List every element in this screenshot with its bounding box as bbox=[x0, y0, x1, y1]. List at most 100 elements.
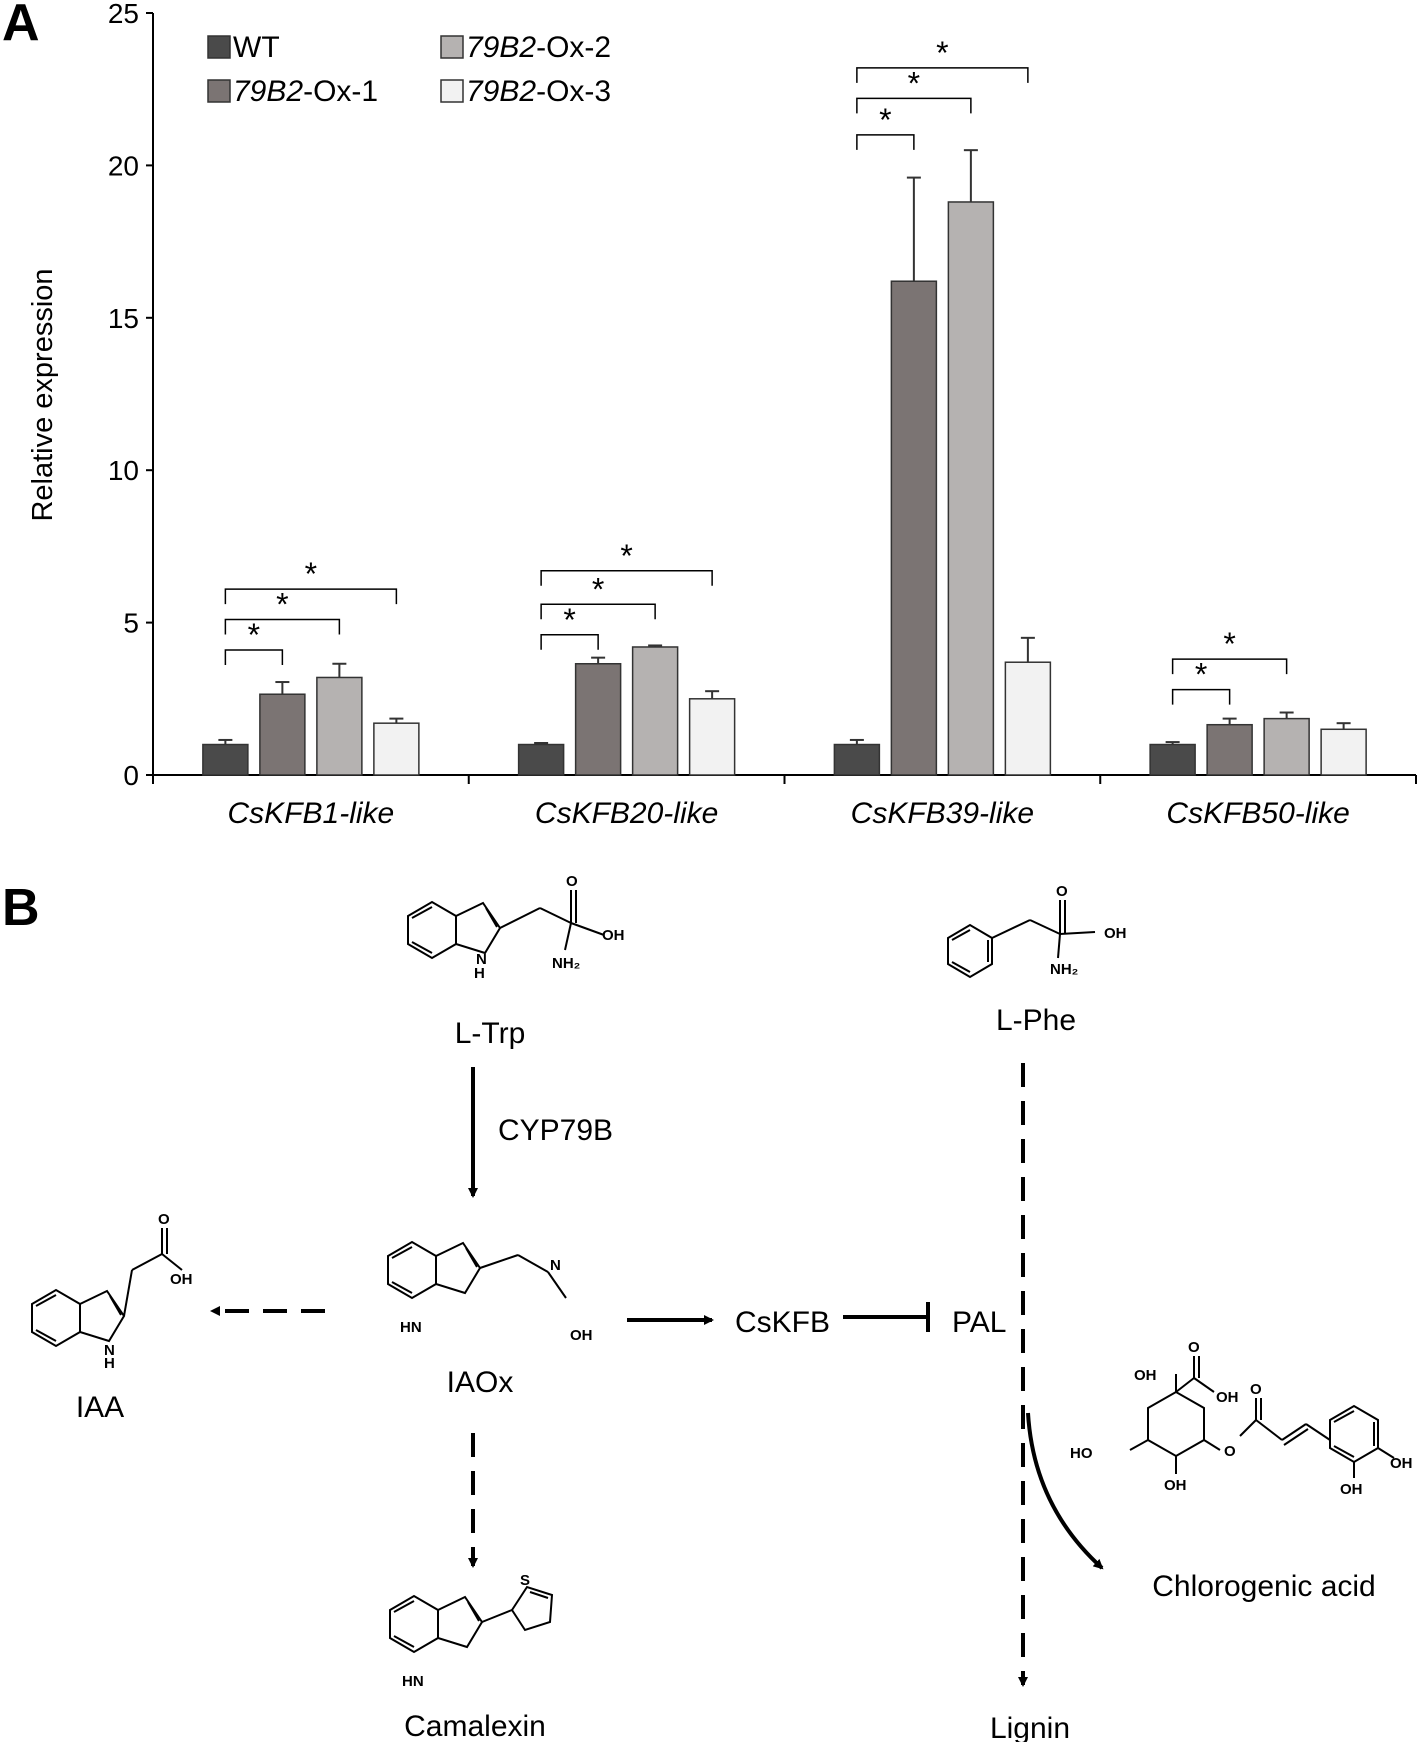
significance-star: * bbox=[908, 65, 920, 101]
iaa-n-atom: N bbox=[104, 1342, 115, 1359]
bar bbox=[631, 646, 679, 776]
x-category-label: CsKFB39-like bbox=[851, 797, 1034, 830]
camalexin-label: Camalexin bbox=[404, 1710, 546, 1742]
iaa-o-atom: O bbox=[158, 1211, 170, 1228]
trp-oh-atom: OH bbox=[602, 927, 625, 944]
significance-star: * bbox=[592, 571, 604, 607]
camalexin-structure bbox=[389, 1585, 554, 1654]
legend-label-suffix: -Ox-3 bbox=[536, 75, 611, 108]
bar bbox=[833, 743, 881, 776]
iaa-h-atom: H bbox=[104, 1355, 115, 1372]
pal-label: PAL bbox=[952, 1306, 1006, 1339]
bar bbox=[574, 662, 622, 776]
chlorogenic-oh-ring2-atom: OH bbox=[1340, 1481, 1363, 1498]
y-tick-label: 25 bbox=[108, 0, 139, 29]
x-category-label: CsKFB1-like bbox=[228, 797, 395, 830]
trp-n-atom: N bbox=[476, 951, 487, 968]
bar bbox=[373, 722, 420, 776]
legend-label-suffix: -Ox-1 bbox=[303, 75, 378, 108]
bar bbox=[259, 693, 306, 776]
chlorogenic-oh-ring1-atom: OH bbox=[1390, 1455, 1413, 1472]
iaox-structure bbox=[387, 1240, 567, 1300]
legend-swatch bbox=[440, 35, 464, 59]
significance-bracket bbox=[224, 649, 284, 666]
significance-bracket bbox=[1171, 658, 1288, 675]
legend-label-suffix: -Ox-2 bbox=[536, 31, 611, 64]
chlorogenic-o-carbonyl-atom: O bbox=[1188, 1339, 1200, 1356]
significance-bracket bbox=[224, 618, 341, 635]
legend-label: WT bbox=[233, 31, 280, 64]
legend-swatch bbox=[207, 35, 231, 59]
y-tick-label: 0 bbox=[123, 760, 139, 791]
bar bbox=[947, 201, 995, 776]
significance-bracket bbox=[856, 134, 915, 150]
y-tick-label: 5 bbox=[123, 608, 139, 639]
chlorogenic-oh-top-atom: OH bbox=[1134, 1367, 1157, 1384]
bar bbox=[890, 280, 938, 776]
iaox-label: IAOx bbox=[447, 1366, 514, 1399]
y-tick-label: 20 bbox=[108, 150, 139, 181]
chlorogenic-o-ester-atom: O bbox=[1224, 1443, 1236, 1460]
y-axis-label: Relative expression bbox=[27, 268, 59, 521]
camalexin-hn-atom: HN bbox=[402, 1673, 424, 1690]
bar bbox=[1320, 728, 1367, 776]
chlorogenic-oh-acid-atom: OH bbox=[1216, 1389, 1239, 1406]
significance-star: * bbox=[1195, 657, 1207, 693]
significance-brackets: *********** bbox=[224, 35, 1288, 705]
significance-bracket bbox=[856, 97, 972, 114]
significance-bracket bbox=[540, 603, 656, 620]
phe-o-atom: O bbox=[1056, 883, 1068, 900]
legend-label: 79B2-Ox-1 bbox=[233, 75, 378, 108]
significance-star: * bbox=[620, 538, 632, 574]
chlorogenic-oh-bottom-atom: OH bbox=[1164, 1477, 1187, 1494]
significance-bracket bbox=[224, 588, 398, 605]
bar bbox=[1206, 723, 1253, 776]
l-phe-label: L-Phe bbox=[996, 1004, 1076, 1037]
significance-bracket bbox=[856, 67, 1029, 83]
chlorogenic-acid-structure bbox=[1129, 1356, 1395, 1478]
l-phe-structure bbox=[947, 900, 1096, 979]
legend-swatch bbox=[440, 79, 464, 103]
significance-bracket bbox=[540, 634, 599, 650]
bar bbox=[316, 676, 363, 776]
legend-label: 79B2-Ox-3 bbox=[466, 75, 611, 108]
phe-oh-atom: OH bbox=[1104, 925, 1127, 942]
to-chlorogenic-arrow bbox=[1026, 1412, 1104, 1570]
iaa-oh-atom: OH bbox=[170, 1271, 193, 1288]
legend-label-gene: 79B2 bbox=[233, 75, 303, 108]
phe-nh2-atom: NH₂ bbox=[1050, 961, 1078, 978]
significance-star: * bbox=[936, 35, 948, 71]
iaox-oh-atom: OH bbox=[570, 1327, 593, 1344]
legend-label-suffix: WT bbox=[233, 31, 280, 64]
legend-swatch bbox=[207, 79, 231, 103]
iaa-structure bbox=[31, 1228, 183, 1348]
chlorogenic-ho-atom: HO bbox=[1070, 1445, 1093, 1462]
camalexin-s-atom: S bbox=[520, 1572, 530, 1589]
l-trp-structure bbox=[407, 890, 605, 960]
significance-star: * bbox=[563, 602, 575, 638]
significance-bracket bbox=[540, 570, 713, 586]
bar bbox=[1004, 661, 1052, 776]
chlorogenic-o-ester-carbonyl-atom: O bbox=[1250, 1381, 1262, 1398]
panel-b-label: B bbox=[2, 879, 40, 937]
significance-star: * bbox=[305, 556, 317, 592]
significance-bracket bbox=[1171, 688, 1231, 705]
significance-star: * bbox=[276, 587, 288, 623]
x-category-label: CsKFB50-like bbox=[1166, 797, 1349, 830]
significance-star: * bbox=[879, 102, 891, 138]
trp-nh2-atom: NH₂ bbox=[552, 955, 580, 972]
bar bbox=[1149, 743, 1196, 776]
bar bbox=[1263, 717, 1310, 776]
iaox-hn-atom: HN bbox=[400, 1319, 422, 1336]
bars bbox=[202, 149, 1367, 776]
panel-a-label: A bbox=[2, 0, 40, 52]
trp-o-atom: O bbox=[566, 873, 578, 890]
bar bbox=[202, 743, 249, 776]
cyp79b-label: CYP79B bbox=[498, 1114, 613, 1147]
iaa-label: IAA bbox=[76, 1391, 124, 1424]
bar bbox=[688, 698, 736, 776]
lignin-label: Lignin bbox=[990, 1712, 1070, 1742]
